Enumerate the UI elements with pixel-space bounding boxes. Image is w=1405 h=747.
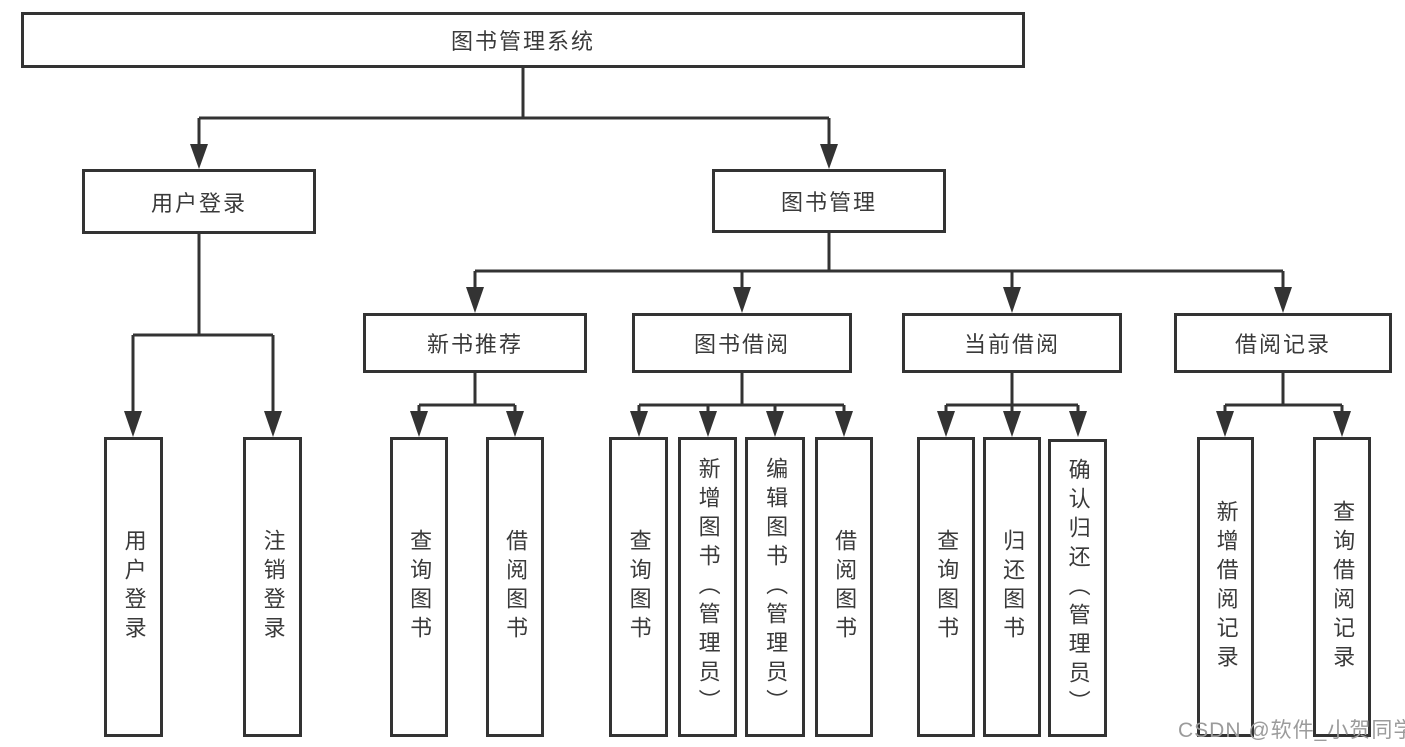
leaf-br-add-record-label: 新增借阅记录: [1213, 500, 1239, 674]
leaf-bb-add-books-label: 新增图书（管理员）: [695, 456, 721, 718]
leaf-nbr-borrow-books-label: 借阅图书: [503, 529, 529, 645]
leaf-logout: 注销登录: [243, 437, 302, 737]
connector-book-borrow-children: [630, 373, 853, 437]
leaf-cb-query-books-label: 查询图书: [934, 529, 960, 645]
leaf-br-query-record-label: 查询借阅记录: [1330, 500, 1356, 674]
leaf-bb-query-books: 查询图书: [609, 437, 668, 737]
leaf-logout-label: 注销登录: [260, 529, 286, 645]
arrowhead-leaf: [1333, 411, 1351, 437]
arrowhead-new-book: [466, 287, 484, 313]
connector-root-to-level2: [190, 68, 838, 169]
connector-borrow-records-children: [1216, 373, 1351, 437]
arrowhead-leaf: [766, 411, 784, 437]
arrowhead-current-borrow: [1003, 287, 1021, 313]
node-new-book-rec-label: 新书推荐: [426, 332, 523, 357]
leaf-nbr-query-books-label: 查询图书: [407, 529, 433, 645]
arrowhead-leaf: [1003, 411, 1021, 437]
node-user-login: 用户登录: [82, 169, 316, 234]
leaf-user-login-label: 用户登录: [121, 529, 147, 645]
node-borrow-records-label: 借阅记录: [1234, 332, 1331, 357]
arrowhead-leaf: [937, 411, 955, 437]
node-root-label: 图书管理系统: [450, 29, 595, 54]
leaf-br-query-record: 查询借阅记录: [1313, 437, 1371, 737]
arrowhead-leaf: [1069, 411, 1087, 437]
node-current-borrow-label: 当前借阅: [963, 332, 1060, 357]
leaf-bb-edit-books: 编辑图书（管理员）: [745, 437, 805, 737]
arrowhead-user-login: [190, 144, 208, 169]
node-current-borrow: 当前借阅: [902, 313, 1122, 373]
leaf-cb-return-books-label: 归还图书: [1000, 529, 1026, 645]
node-book-borrow: 图书借阅: [632, 313, 852, 373]
node-borrow-records: 借阅记录: [1174, 313, 1392, 373]
leaf-br-add-record: 新增借阅记录: [1197, 437, 1254, 737]
leaf-user-login: 用户登录: [104, 437, 163, 737]
leaf-cb-confirm-return-label: 确认归还（管理员）: [1065, 457, 1091, 719]
arrowhead-leaf: [835, 411, 853, 437]
connector-book-mgmt-to-level3: [466, 233, 1292, 313]
leaf-bb-query-books-label: 查询图书: [626, 529, 652, 645]
node-user-login-label: 用户登录: [150, 190, 247, 216]
leaf-bb-borrow-books-label: 借阅图书: [832, 529, 858, 645]
arrowhead-leaf: [630, 411, 648, 437]
leaf-cb-query-books: 查询图书: [917, 437, 975, 737]
arrowhead-leaf: [506, 411, 524, 437]
arrowhead-book-borrow: [733, 287, 751, 313]
connector-current-borrow-children: [937, 373, 1087, 437]
arrowhead-book-mgmt: [820, 144, 838, 169]
arrowhead-leaf: [124, 411, 142, 437]
node-book-mgmt-label: 图书管理: [780, 190, 877, 215]
leaf-bb-edit-books-label: 编辑图书（管理员）: [763, 456, 789, 718]
node-root: 图书管理系统: [21, 12, 1025, 68]
arrowhead-leaf: [264, 411, 282, 437]
arrowhead-leaf: [1216, 411, 1234, 437]
leaf-cb-confirm-return: 确认归还（管理员）: [1048, 439, 1107, 737]
leaf-cb-return-books: 归还图书: [983, 437, 1041, 737]
arrowhead-borrow-records: [1274, 287, 1292, 313]
node-book-mgmt: 图书管理: [712, 169, 946, 233]
connector-new-book-children: [410, 373, 524, 437]
leaf-bb-add-books: 新增图书（管理员）: [678, 437, 737, 737]
leaf-bb-borrow-books: 借阅图书: [815, 437, 873, 737]
leaf-nbr-borrow-books: 借阅图书: [486, 437, 544, 737]
leaf-nbr-query-books: 查询图书: [390, 437, 448, 737]
node-book-borrow-label: 图书借阅: [693, 332, 790, 357]
arrowhead-leaf: [699, 411, 717, 437]
node-new-book-rec: 新书推荐: [363, 313, 587, 373]
arrowhead-leaf: [410, 411, 428, 437]
csdn-watermark: CSDN @软件_小贺同学: [1178, 719, 1405, 742]
connector-user-login-children: [124, 234, 282, 437]
